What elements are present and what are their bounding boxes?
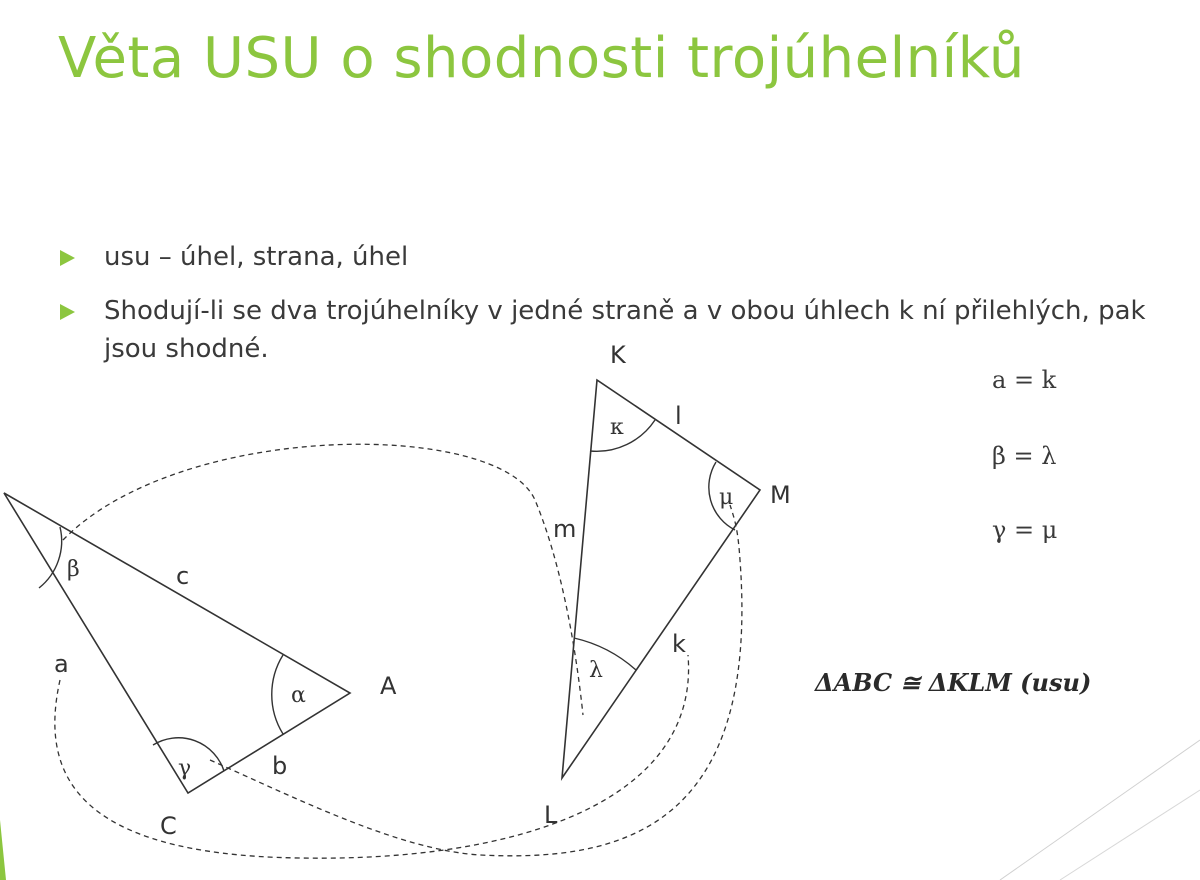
vertex-c-label: C [160, 812, 177, 840]
vertex-k-label: K [610, 341, 627, 369]
angle-mu-label: μ [719, 485, 733, 510]
angle-kappa-arc [589, 419, 656, 453]
side-a-label: a [54, 650, 69, 678]
vertex-l-label: L [544, 801, 558, 829]
bullet-arrow-icon [60, 304, 75, 320]
angle-mu-arc [708, 461, 736, 531]
angle-gamma-label: γ [178, 756, 191, 781]
side-l-label: l [675, 402, 682, 430]
angle-kappa-label: κ [610, 415, 624, 440]
slide-title: Věta USU o shodnosti trojúhelníků [58, 26, 1025, 91]
angle-lambda-label: λ [589, 658, 603, 683]
bullet-list: usu – úhel, strana, úhel Shodují-li se d… [60, 238, 1200, 384]
decor-line [999, 739, 1200, 880]
decor-line [1059, 789, 1200, 880]
vertex-a-label: A [380, 672, 397, 700]
bullet-text: Shodují-li se dva trojúhelníky v jedné s… [104, 296, 1146, 364]
side-m-label: m [553, 515, 576, 543]
equality-gamma-mu: γ = μ [992, 516, 1058, 544]
triangle-abc [3, 492, 352, 795]
bullet-text: usu – úhel, strana, úhel [104, 242, 409, 272]
side-b-label: b [272, 752, 287, 780]
bullet-item: Shodují-li se dva trojúhelníky v jedné s… [60, 292, 1194, 368]
angle-beta-arc [38, 526, 63, 589]
side-k-label: k [672, 630, 686, 658]
dashed-link-gamma-mu [209, 504, 743, 857]
equality-a-k: a = k [992, 366, 1057, 394]
triangle-klm [560, 378, 762, 781]
side-c-label: c [176, 562, 189, 590]
bullet-item: usu – úhel, strana, úhel [60, 238, 1200, 276]
decor-corner [0, 820, 6, 880]
angle-alpha-arc [271, 654, 284, 735]
bullet-arrow-icon [60, 250, 75, 266]
congruence-statement: ΔABC ≅ ΔKLM (usu) [815, 668, 1092, 697]
angle-lambda-arc [573, 637, 637, 671]
angle-gamma-arc [152, 737, 225, 772]
angle-alpha-label: α [291, 683, 306, 708]
dashed-link-c-m [62, 443, 584, 716]
equality-beta-lambda: β = λ [992, 442, 1057, 470]
dashed-link-a-k [54, 654, 690, 859]
vertex-m-label: M [770, 481, 791, 509]
angle-beta-label: β [67, 557, 80, 582]
